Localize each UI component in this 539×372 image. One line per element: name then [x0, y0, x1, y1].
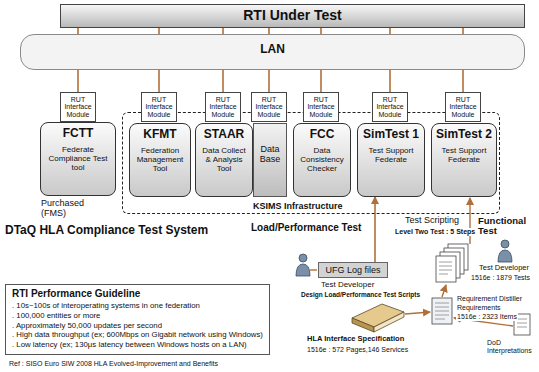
node-title: RUT Interface Module: [207, 96, 239, 118]
person-icon: [498, 240, 512, 262]
interface-module: RUT Interface Module: [303, 92, 339, 122]
node-title: RUT Interface Module: [305, 96, 337, 118]
connector: [389, 70, 391, 92]
note-label: Test Developer: [478, 264, 530, 272]
node-title: SimTest 2: [435, 128, 493, 141]
node-title: FCTT: [44, 127, 112, 140]
document-stack: [436, 244, 468, 282]
tool-box: STAAR Data Collect & Analysis Tool: [195, 123, 253, 197]
interface-module: RUT Interface Module: [251, 92, 287, 122]
node-title: RUT Interface Module: [447, 96, 479, 118]
interface-module: RUT Interface Module: [141, 92, 177, 122]
requirement-document: [432, 298, 452, 324]
note-label: Level Two Test : 5 Steps: [394, 228, 476, 236]
note-label: Requirement Distiller: [456, 295, 523, 303]
note-label: HLA Interface Specification: [306, 335, 405, 343]
tool-box: FCC Data Consistency Checker: [293, 123, 351, 197]
node-title: RTI Under Test: [243, 8, 342, 24]
connector: [320, 70, 322, 92]
interface-module: RUT Interface Module: [205, 92, 241, 122]
note-label: Test Developer: [320, 281, 375, 290]
guideline-box: RTI Performance Guideline . 10s~100s of i…: [5, 284, 270, 355]
rti-band: RTI Under Test: [60, 4, 525, 28]
node-title: STAAR: [199, 128, 249, 141]
note-label: 1516e : 1879 Tests: [470, 274, 531, 282]
node-text: Data Collect & Analysis Tool: [199, 147, 249, 174]
note-label: Load/Performance Test: [250, 222, 362, 233]
node-text: . Approximately 50,000 updates per secon…: [12, 321, 263, 331]
tool-box: SimTest 2 Test Support Federate: [431, 123, 497, 197]
connector: [374, 197, 376, 262]
connector: [462, 70, 464, 92]
interface-module: RUT Interface Module: [372, 92, 408, 122]
node-title: Data Base: [255, 144, 285, 164]
node-text: Test Support Federate: [435, 147, 493, 165]
node-text: . 100,000 entities or more: [12, 311, 263, 321]
infrastructure-group: KSIMS Infrastructure KFMT Federation Manag…: [122, 112, 500, 214]
tool-box: SimTest 1 Test Support Federate: [357, 123, 425, 197]
node-title: UFG Log files: [325, 265, 380, 275]
node-title: RTI Performance Guideline: [12, 288, 263, 299]
node-text: Test Support Federate: [361, 147, 421, 165]
note-label: Design Load/Performance Test Scripts: [300, 291, 421, 298]
node-text: Federation Management Tool: [133, 147, 187, 174]
note-label: Requirements: [456, 304, 502, 312]
lan-band: LAN: [20, 34, 525, 70]
node-title: RUT Interface Module: [253, 96, 285, 118]
connector: [222, 70, 224, 92]
diagram-title: DTaQ HLA Compliance Test System: [4, 224, 209, 237]
connector: [158, 70, 160, 92]
node-title: RUT Interface Module: [62, 96, 94, 118]
database-box: Data Base: [253, 123, 287, 197]
node-text: . High data throughput (ex; 600Mbps on G…: [12, 330, 263, 340]
person-icon: [296, 254, 310, 276]
note-label: Purchased (FMS): [40, 199, 104, 219]
connector: [268, 70, 270, 92]
note-label: 1516e : 572 Pages,146 Services: [306, 346, 409, 354]
log-box: UFG Log files: [318, 262, 388, 278]
tool-box: KFMT Federation Management Tool: [129, 123, 191, 197]
interface-module: RUT Interface Module: [60, 92, 96, 122]
node-title: KFMT: [133, 128, 187, 141]
node-text: . 10s~100s of interoperating systems in …: [12, 301, 263, 311]
tool-box: FCTT Federate Compliance Test tool: [40, 122, 116, 196]
node-title: FCC: [297, 128, 347, 141]
node-title: RUT Interface Module: [143, 96, 175, 118]
node-text: Data Consistency Checker: [297, 147, 347, 174]
note-label: Test Scripting: [404, 216, 460, 226]
node-title: RUT Interface Module: [374, 96, 406, 118]
node-text: . Low latency (ex; 130μs latency between…: [12, 340, 263, 350]
node-title: LAN: [260, 43, 285, 56]
connector: [77, 70, 79, 92]
node-title: KSIMS Infrastructure: [253, 201, 343, 211]
node-title: SimTest 1: [361, 128, 421, 141]
node-text: Federate Compliance Test tool: [44, 146, 112, 173]
note-label: 1516e : 2323 Items: [456, 313, 518, 321]
note-label: Functional Test: [477, 216, 535, 237]
note-label: DoD Interpretations: [486, 339, 536, 354]
book-icon: [352, 304, 404, 332]
interface-module: RUT Interface Module: [445, 92, 481, 122]
note-label: Ref : SISO Euro SIW 2008 HLA Evolved-Imp…: [8, 360, 219, 368]
